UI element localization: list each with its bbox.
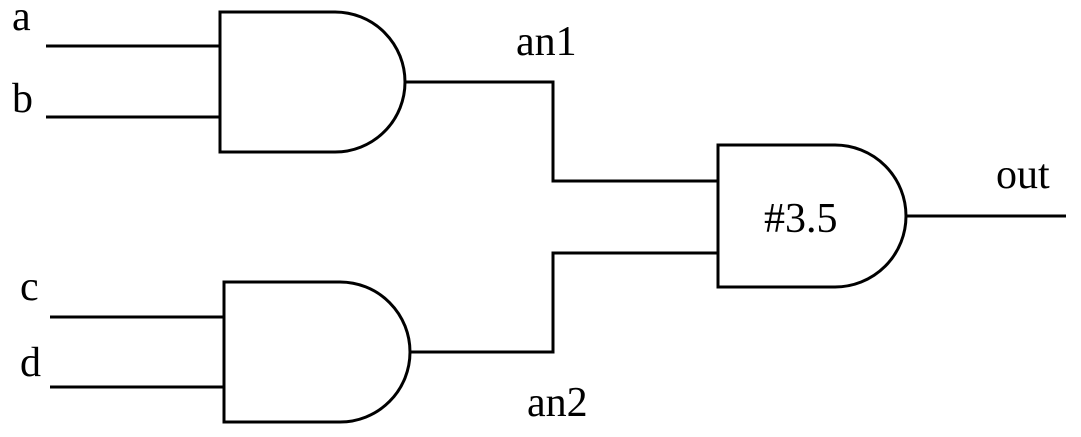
label-output-out: out bbox=[996, 152, 1050, 198]
and-gate-top bbox=[218, 10, 407, 154]
label-net-an2: an2 bbox=[527, 380, 588, 426]
gate-delay-label: #3.5 bbox=[764, 196, 838, 242]
wire-an1 bbox=[405, 80, 718, 183]
label-input-b: b bbox=[12, 76, 33, 122]
and-gate-bottom bbox=[222, 280, 412, 424]
label-input-c: c bbox=[20, 264, 39, 310]
label-input-d: d bbox=[20, 340, 41, 386]
and-gate-output bbox=[716, 143, 908, 289]
label-net-an1: an1 bbox=[516, 19, 577, 65]
label-input-a: a bbox=[12, 0, 31, 40]
wire-an2 bbox=[410, 251, 718, 354]
